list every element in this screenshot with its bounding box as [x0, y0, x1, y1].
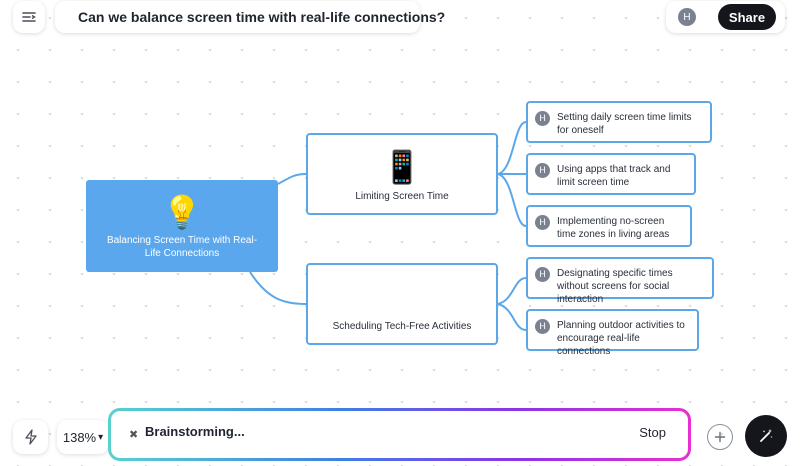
leaf-avatar: H — [535, 111, 550, 126]
lightning-icon — [24, 429, 37, 445]
plus-circle-icon — [714, 431, 726, 443]
share-button[interactable]: Share — [718, 4, 776, 30]
leaf-avatar: H — [535, 267, 550, 282]
leaf-node[interactable]: H Setting daily screen time limits for o… — [526, 101, 712, 143]
connector-root-branch2 — [249, 271, 307, 305]
root-node[interactable]: 💡 Balancing Screen Time with Real-Life C… — [86, 180, 278, 272]
connector-branch2-leaf2 — [497, 303, 527, 331]
branch-emoji — [308, 279, 496, 315]
sidebar-toggle-icon — [22, 12, 36, 22]
chevron-down-icon: ▾ — [98, 431, 104, 443]
leaf-node[interactable]: H Implementing no-screen time zones in l… — [526, 205, 692, 247]
document-title-bar: Can we balance screen time with real-lif… — [55, 1, 445, 33]
leaf-text: Planning outdoor activities to encourage… — [557, 320, 685, 357]
connector-branch1-leaf1 — [497, 121, 527, 175]
add-node-button[interactable] — [707, 424, 733, 450]
zoom-dropdown[interactable]: 138% ▾ — [57, 420, 109, 454]
connector-root-branch1 — [277, 173, 307, 185]
magic-wand-icon — [760, 429, 773, 442]
leaf-text: Setting daily screen time limits for one… — [557, 112, 692, 136]
leaf-text: Using apps that track and limit screen t… — [557, 164, 671, 188]
close-icon[interactable]: ✖ — [129, 429, 139, 441]
connector-branch2-leaf1 — [497, 277, 527, 305]
branch-node-tech-free-activities[interactable]: Scheduling Tech-Free Activities — [306, 263, 498, 345]
zoom-level: 138% — [62, 429, 97, 445]
page-title[interactable]: Can we balance screen time with real-lif… — [78, 9, 446, 25]
branch-node-label: Scheduling Tech-Free Activities — [332, 321, 472, 332]
leaf-text: Designating specific times without scree… — [557, 268, 673, 305]
user-avatar[interactable]: H — [678, 8, 696, 26]
leaf-node[interactable]: H Designating specific times without scr… — [526, 257, 714, 305]
lightbulb-icon: 💡 — [162, 194, 202, 230]
ai-prompt-bar: ✖ Brainstorming... Stop — [108, 408, 691, 461]
stop-button[interactable]: Stop — [639, 425, 666, 440]
branch-node-limiting-screen-time[interactable]: 📱 Limiting Screen Time — [306, 133, 498, 215]
branch-node-label: Limiting Screen Time — [355, 191, 449, 202]
leaf-node[interactable]: H Using apps that track and limit screen… — [526, 153, 696, 195]
sidebar-toggle-button[interactable] — [13, 1, 45, 33]
status-text: Brainstorming... — [145, 424, 245, 439]
leaf-node[interactable]: H Planning outdoor activities to encoura… — [526, 309, 699, 357]
connector-branch1-leaf3 — [497, 173, 527, 227]
quick-actions-button[interactable] — [13, 420, 48, 454]
leaf-text: Implementing no-screen time zones in liv… — [557, 216, 670, 240]
leaf-avatar: H — [535, 215, 550, 230]
root-node-label: Balancing Screen Time with Real-Life Con… — [106, 235, 258, 259]
ai-prompt-inner: ✖ Brainstorming... Stop — [111, 411, 688, 458]
leaf-avatar: H — [535, 163, 550, 178]
mobile-phone-icon: 📱 — [382, 149, 422, 185]
ai-magic-button[interactable] — [745, 415, 787, 457]
leaf-avatar: H — [535, 319, 550, 334]
share-panel: H Share — [666, 1, 785, 33]
